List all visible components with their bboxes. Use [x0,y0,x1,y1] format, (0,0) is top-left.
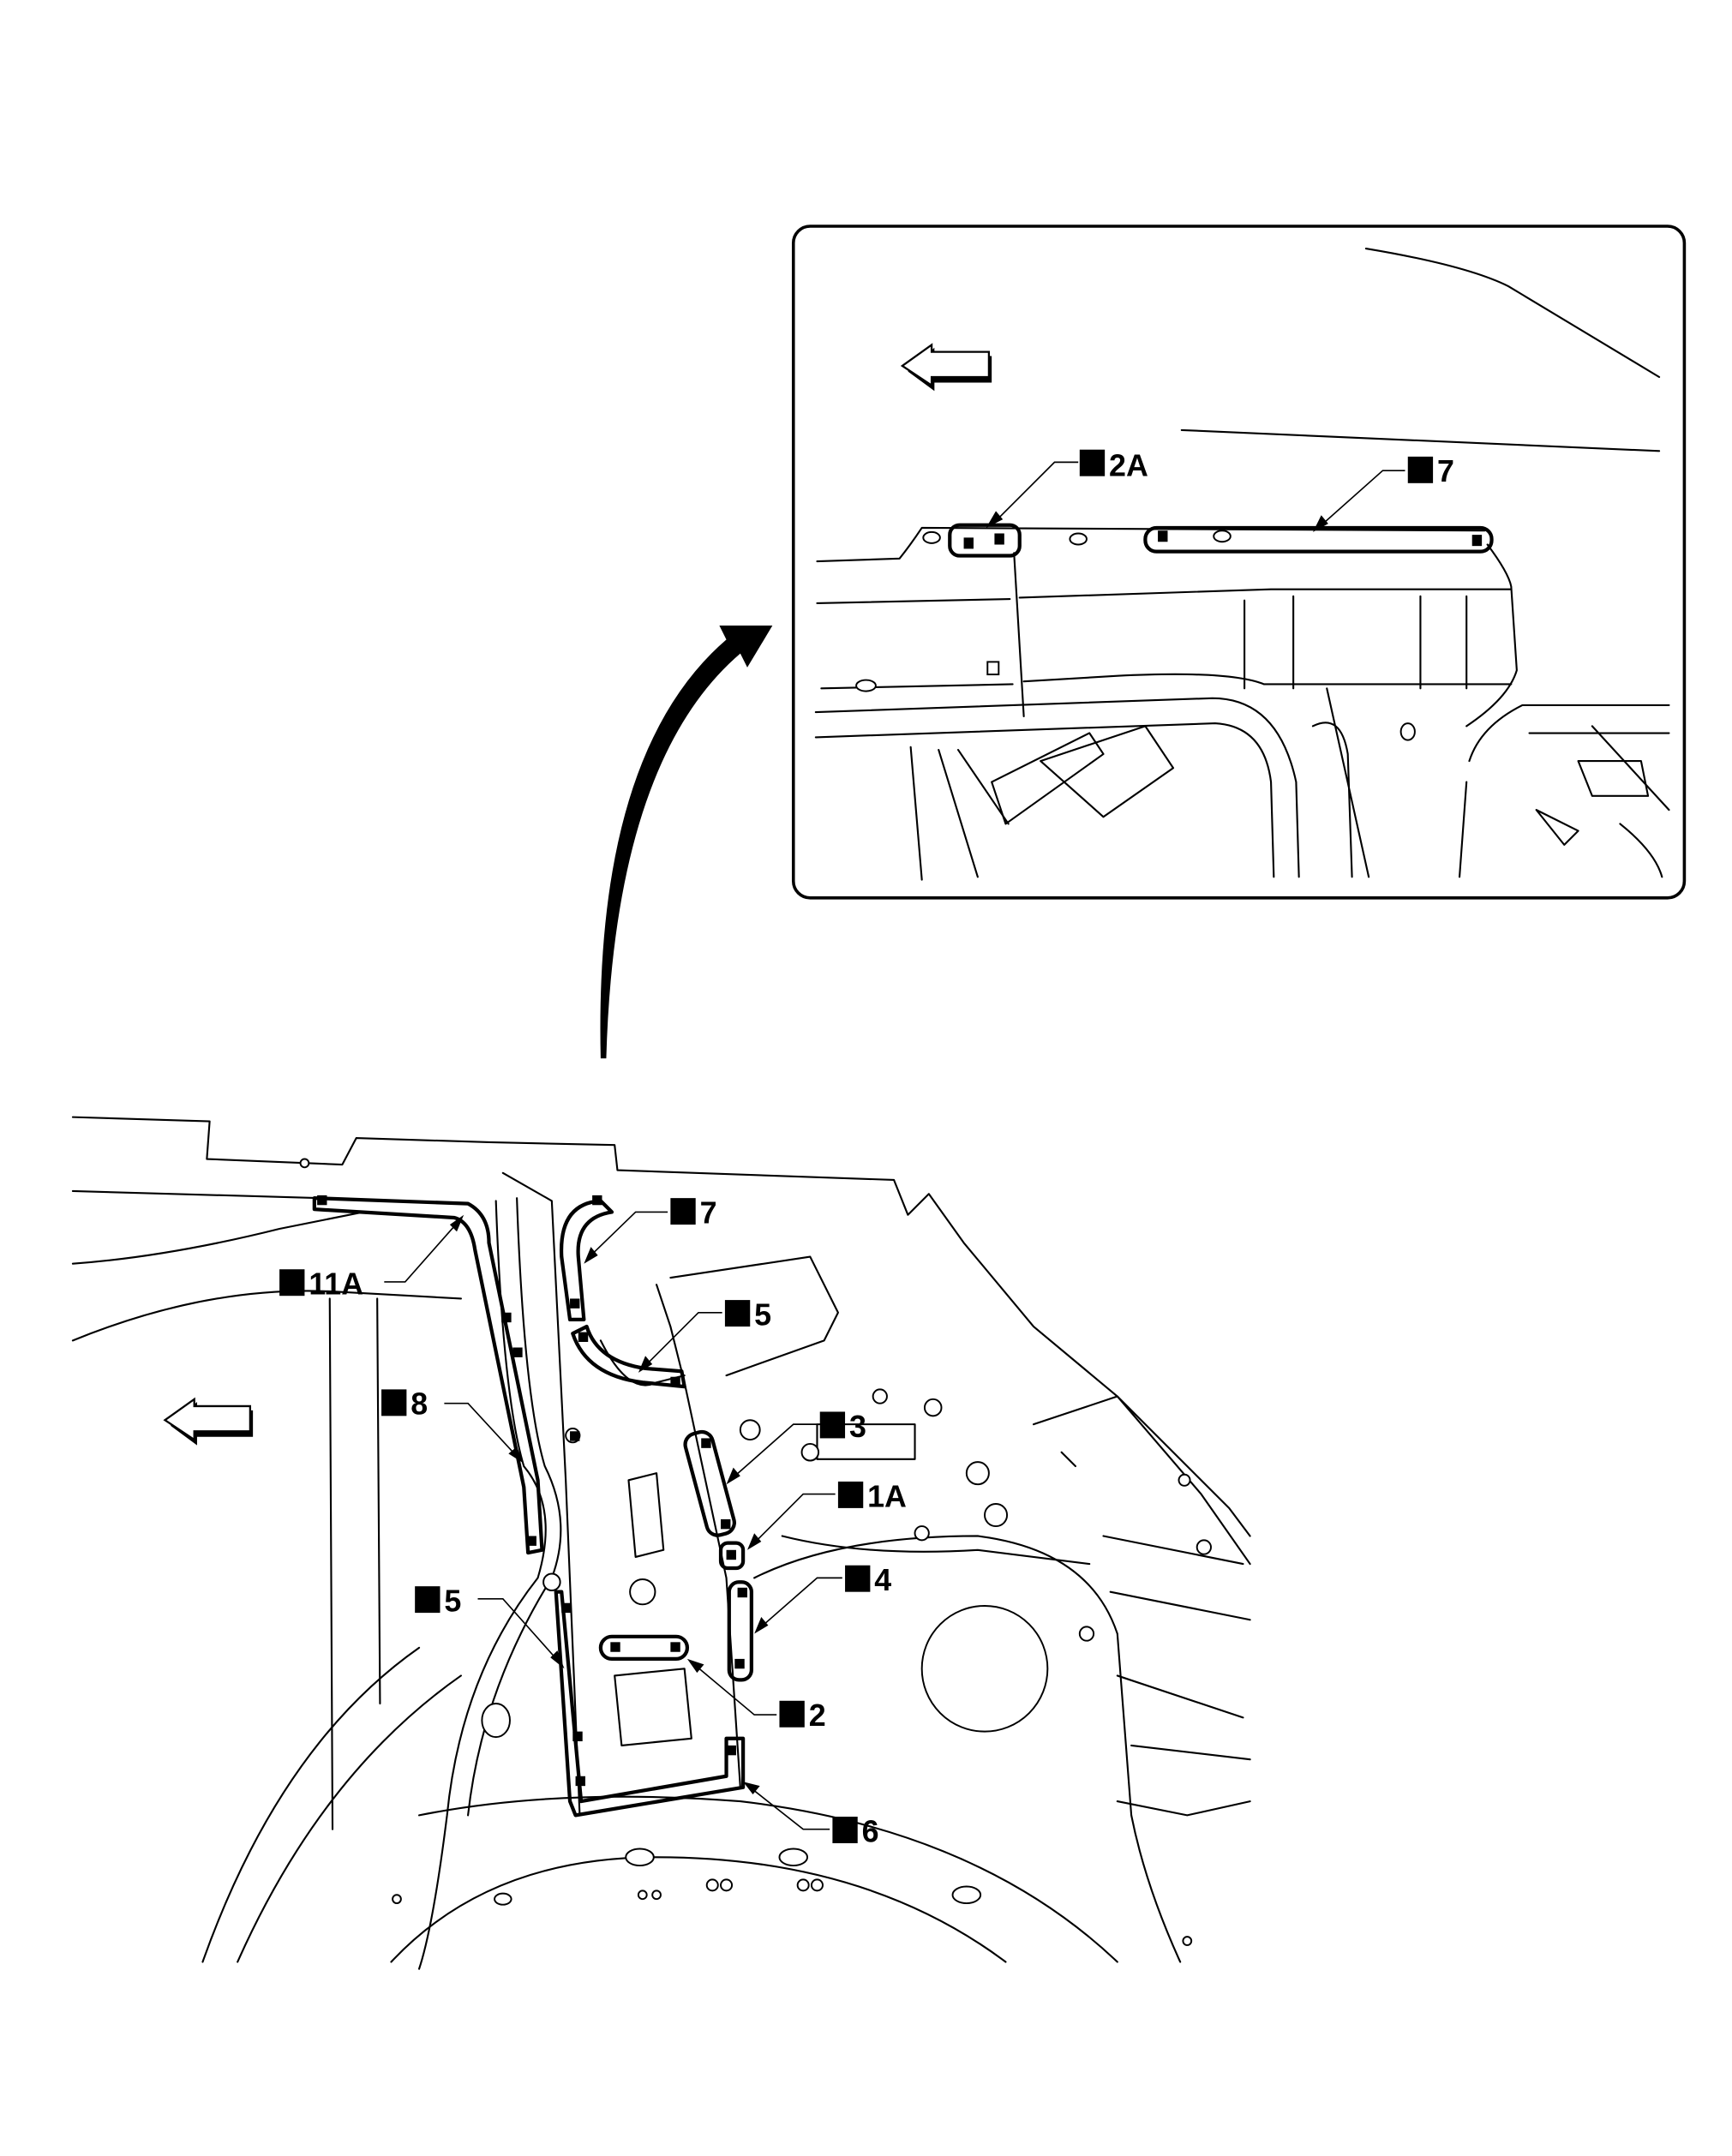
label-text: 6 [862,1814,879,1848]
label-text: 5 [444,1584,461,1618]
label-text: 7 [700,1195,717,1230]
main-label-6: 6 [832,1814,879,1848]
main-label-4: 4 [845,1563,891,1597]
label-text: 5 [754,1297,771,1332]
label-text: 2A [1109,449,1148,483]
main-label-1a: 1A [837,1479,907,1513]
label-text: 2 [809,1698,826,1733]
inset-label-2a: 2A [1079,449,1148,483]
main-label-7: 7 [670,1195,717,1230]
inset-label-7: 7 [1407,454,1454,488]
main-label-8: 8 [381,1387,428,1422]
main-label-3: 3 [819,1410,866,1444]
main-label-2: 2 [779,1698,826,1733]
inset-detail-panel: 2A 7 [791,225,1687,900]
label-text: 1A [867,1479,907,1513]
main-body-view: 7 11A 5 8 3 1A 4 5 2 6 [71,1116,1251,1970]
label-text: 3 [849,1410,866,1444]
detail-callout-arrow-icon [600,626,773,1059]
label-text: 4 [874,1563,891,1597]
main-label-11a: 11A [279,1267,363,1302]
front-direction-arrow-icon [163,1397,254,1446]
front-direction-arrow-icon [900,343,992,392]
label-text: 7 [1437,454,1454,488]
label-text: 11A [309,1267,363,1302]
main-label-5-lower: 5 [415,1584,461,1618]
main-label-5-upper: 5 [724,1297,771,1332]
label-text: 8 [411,1387,428,1422]
